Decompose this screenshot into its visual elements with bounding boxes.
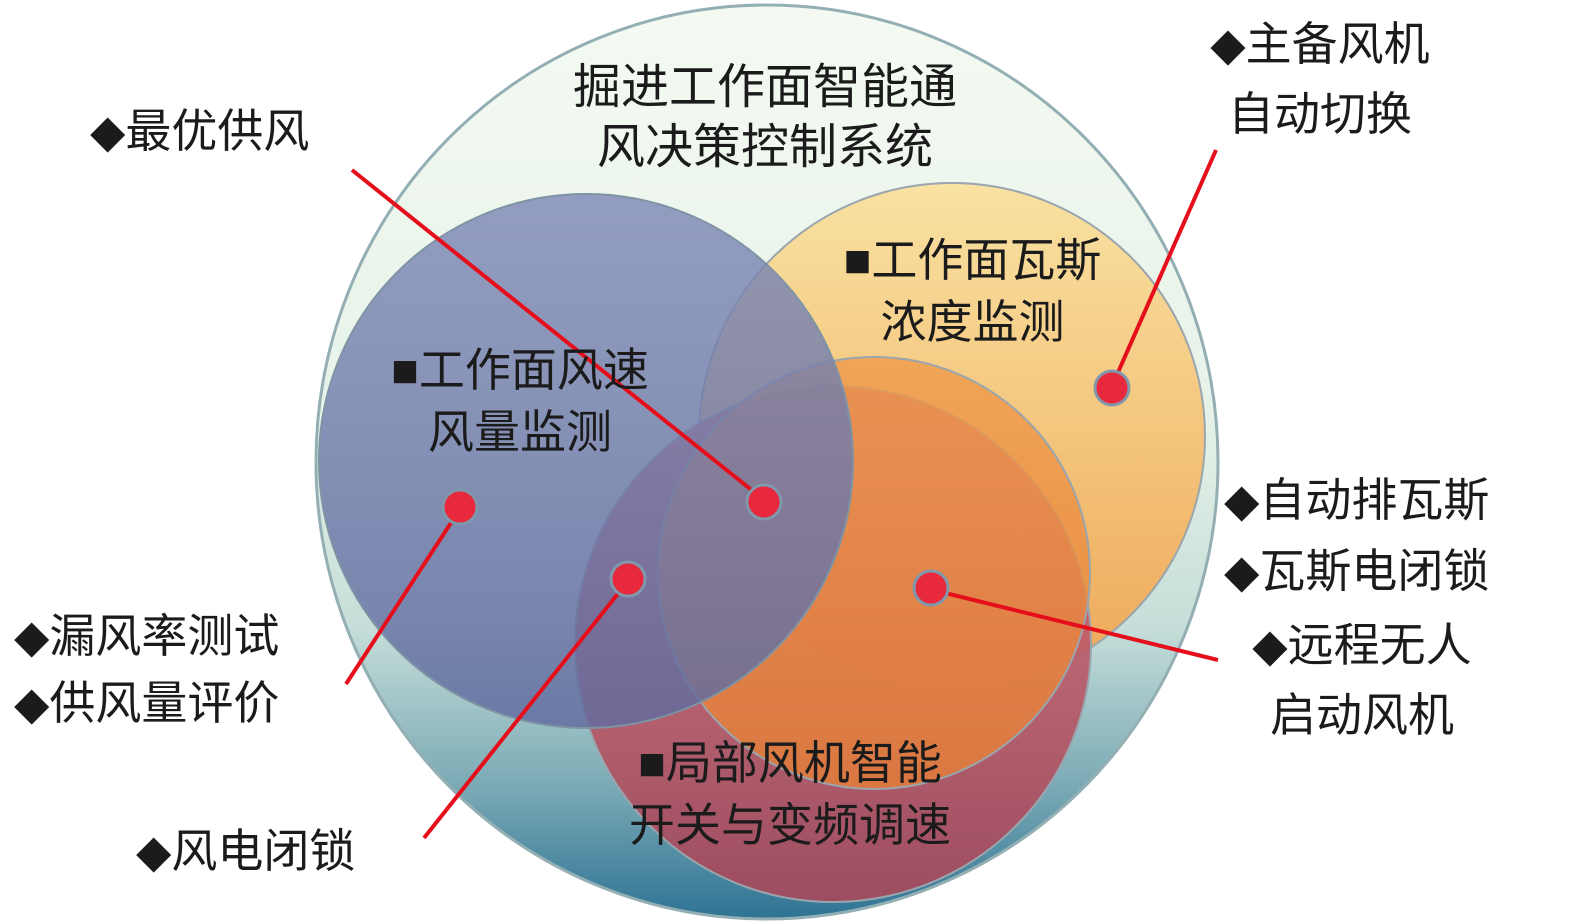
callout-remote-unmanned-fan-start: ◆远程无人 启动风机	[1222, 611, 1502, 751]
callout-main-backup-line1: ◆主备风机	[1210, 19, 1430, 70]
callout-air-supply-evaluation: ◆供风量评价	[14, 678, 280, 729]
region-gas-line1: ■工作面瓦斯	[843, 235, 1102, 286]
region-label-gas-monitor: ■工作面瓦斯 浓度监测	[790, 230, 1155, 354]
callout-main-backup-line2: 自动切换	[1228, 89, 1412, 140]
optimal-air-supply-dot	[745, 483, 783, 521]
region-label-local-fan: ■局部风机智能 开关与变频调速	[560, 733, 1020, 857]
callout-dots	[441, 369, 1131, 607]
optimal-air-supply-line	[350, 168, 766, 502]
diagram-title: 掘进工作面智能通 风决策控制系统	[440, 58, 1090, 178]
callout-lines	[344, 149, 1219, 840]
main-backup-fan-line	[1110, 149, 1218, 387]
region-fan-line1: ■局部风机智能	[638, 738, 942, 789]
diagram-title-line2: 风决策控制系统	[596, 121, 933, 174]
leak-rate-line	[344, 507, 462, 686]
region-wind-line1: ■工作面风速	[391, 345, 649, 396]
callout-remote-start-line1: ◆远程无人	[1252, 620, 1472, 671]
callout-air-leak-rate-test: ◆漏风率测试	[14, 611, 280, 662]
diagram-title-line1: 掘进工作面智能通	[572, 61, 957, 114]
callout-remote-start-line2: 启动风机	[1270, 690, 1454, 741]
leak-rate-dot	[441, 488, 479, 526]
remote-fan-start-dot	[912, 569, 950, 607]
wind-electric-interlock-line	[422, 579, 630, 840]
callout-main-backup-fan-switch: ◆主备风机 自动切换	[1180, 10, 1460, 150]
wind-monitor-circle	[318, 193, 854, 729]
region-gas-line2: 浓度监测	[880, 297, 1065, 348]
callout-wind-electric-interlock: ◆风电闭锁	[136, 826, 356, 877]
region-wind-line2: 风量监测	[428, 407, 612, 458]
callout-optimal-air-supply: ◆最优供风	[90, 106, 310, 157]
callout-auto-gas-discharge: ◆自动排瓦斯	[1224, 475, 1490, 526]
wind-electric-interlock-dot	[609, 560, 647, 598]
main-backup-fan-dot	[1093, 369, 1131, 407]
region-fan-line2: 开关与变频调速	[629, 800, 951, 851]
region-label-wind-monitor: ■工作面风速 风量监测	[340, 340, 700, 464]
remote-fan-start-line	[932, 588, 1219, 662]
callout-gas-electric-interlock: ◆瓦斯电闭锁	[1224, 546, 1490, 597]
